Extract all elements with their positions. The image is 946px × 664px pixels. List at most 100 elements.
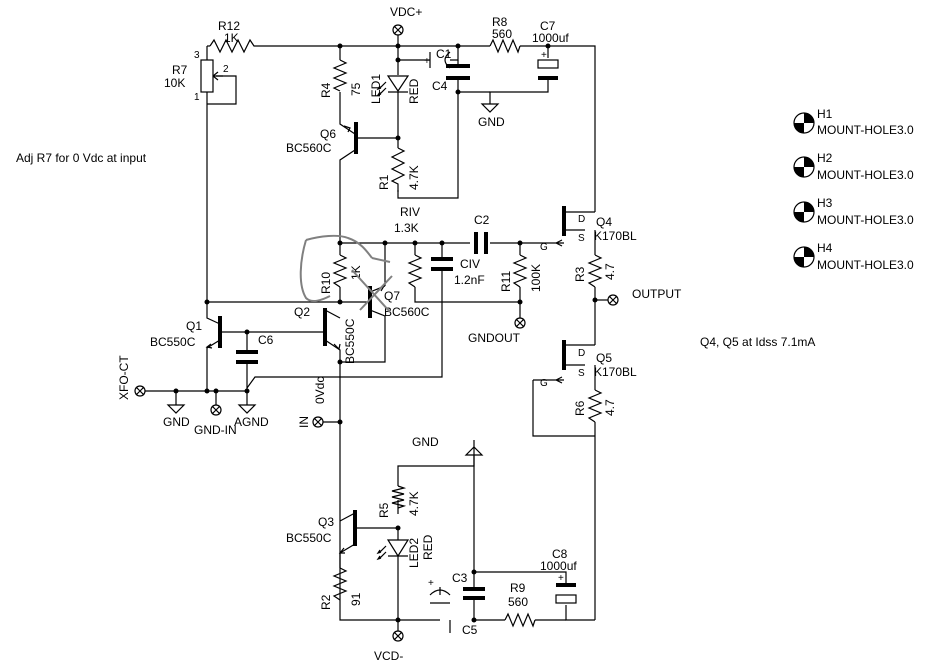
riv-ref: RIV	[400, 205, 420, 219]
ground-gnd-top: GND	[478, 103, 505, 129]
r12-ref: R12	[218, 19, 240, 33]
q5-gate-label: G	[540, 378, 548, 389]
q4-ref: Q4	[596, 215, 612, 229]
transistor-q6: Q6 BC560C	[286, 122, 358, 155]
capacitor-civ: CIV 1.2nF	[431, 257, 485, 287]
civ-ref: CIV	[460, 257, 480, 271]
riv-value: 1.3K	[394, 221, 419, 235]
resistor-r3: R3 4.7	[573, 254, 617, 288]
r10-ref: R10	[319, 272, 333, 294]
q6-ref: Q6	[320, 127, 336, 141]
resistor-r2: R2 91	[319, 567, 363, 610]
r1-value: 4.7K	[407, 165, 421, 190]
transistor-q1: Q1 BC550C	[150, 316, 222, 349]
terminal-in: IN 0Vdc	[297, 377, 340, 428]
mount-hole-h4: H4 MOUNT-HOLE3.0	[793, 241, 914, 272]
r7-pin3: 3	[194, 50, 200, 61]
r11-value: 100K	[529, 264, 543, 292]
h1-part: MOUNT-HOLE3.0	[817, 123, 914, 137]
mount-holes: H1 MOUNT-HOLE3.0 H2 MOUNT-HOLE3.0 H3 MOU…	[793, 107, 914, 272]
gnd-top-label: GND	[478, 115, 505, 129]
h3-part: MOUNT-HOLE3.0	[817, 213, 914, 227]
q5-ref: Q5	[596, 351, 612, 365]
gnd-in-label: GND-IN	[194, 423, 237, 437]
r3-value: 4.7	[603, 263, 617, 280]
led2-ref: LED2	[407, 538, 421, 568]
c2-ref: C2	[474, 213, 490, 227]
r4-ref: R4	[319, 82, 333, 98]
h3-ref: H3	[817, 196, 833, 210]
led-led1: LED1 RED	[369, 74, 421, 104]
h2-ref: H2	[817, 151, 833, 165]
resistor-r5: R5 4.7K	[377, 485, 421, 518]
r5-value: 4.7K	[407, 491, 421, 516]
c8-plus: +	[558, 573, 564, 584]
c6-ref: C6	[258, 333, 274, 347]
terminal-vcd-minus: VCD-	[374, 620, 404, 663]
c1-plus: +	[424, 56, 430, 67]
h4-ref: H4	[817, 241, 833, 255]
q6-part: BC560C	[286, 141, 332, 155]
jfet-q4: G D S Q4 K170BL	[540, 206, 637, 253]
terminal-output: OUTPUT	[607, 287, 682, 306]
terminal-gndout: GNDOUT	[468, 317, 526, 345]
ground-gnd-lower: GND	[412, 435, 484, 466]
resistor-r11: R11 100K	[499, 254, 543, 292]
capacitor-c7: + C7 1000uf	[532, 19, 569, 80]
r2-value: 91	[349, 592, 363, 606]
c7-value: 1000uf	[532, 31, 569, 45]
r3-ref: R3	[573, 266, 587, 282]
q2-part: BC550C	[343, 318, 357, 364]
gnd-left-label: GND	[163, 415, 190, 429]
r7-pin2: 2	[223, 64, 229, 75]
r1-ref: R1	[377, 174, 391, 190]
led-led2: LED2 RED	[376, 534, 435, 568]
note-idss: Q4, Q5 at Idss 7.1mA	[700, 335, 815, 349]
resistor-r10: R10 1K	[319, 254, 363, 294]
led2-color: RED	[421, 534, 435, 560]
gnd-lower-label: GND	[412, 435, 439, 449]
c3-plus: +	[428, 578, 434, 589]
capacitor-c6: C6	[236, 333, 274, 364]
note-adjust-r7: Adj R7 for 0 Vdc at input	[16, 151, 147, 165]
h4-part: MOUNT-HOLE3.0	[817, 258, 914, 272]
q5-drain-label: D	[578, 348, 585, 359]
capacitor-c3: + C3	[428, 571, 468, 604]
r8-value: 560	[492, 27, 512, 41]
c7-ref: C7	[540, 19, 556, 33]
r8-ref: R8	[492, 15, 508, 29]
resistor-r9: R9 560	[504, 581, 536, 628]
mount-hole-h1: H1 MOUNT-HOLE3.0	[793, 107, 914, 137]
c7-plus: +	[541, 50, 547, 61]
capacitor-c4: C4	[432, 64, 470, 93]
r11-ref: R11	[499, 271, 513, 292]
r7-value: 10K	[164, 76, 185, 90]
q4-drain-label: D	[578, 214, 585, 225]
led1-color: RED	[407, 78, 421, 104]
q4-part: K170BL	[594, 229, 637, 243]
ground-gnd-left: GND	[163, 404, 190, 429]
potentiometer-r7: R7 10K 3 2 1	[164, 50, 229, 103]
q4-gate-label: G	[540, 242, 548, 253]
ground-agnd: AGND	[234, 404, 269, 429]
c8-ref: C8	[552, 547, 568, 561]
vcd-minus-label: VCD-	[374, 649, 403, 663]
q3-part: BC550C	[286, 531, 332, 545]
mount-hole-h2: H2 MOUNT-HOLE3.0	[793, 151, 914, 182]
r2-ref: R2	[319, 594, 333, 610]
q1-part: BC550C	[150, 335, 196, 349]
h2-part: MOUNT-HOLE3.0	[817, 168, 914, 182]
capacitor-c8: + C8 1000uf	[540, 547, 577, 604]
terminal-vdc-plus: VDC+	[390, 5, 422, 46]
resistor-r6: R6 4.7	[573, 389, 617, 423]
gndout-label: GNDOUT	[468, 331, 521, 345]
q1-ref: Q1	[186, 319, 202, 333]
c3-ref: C3	[452, 571, 468, 585]
wires	[140, 45, 608, 633]
r5-ref: R5	[377, 502, 391, 518]
q3-ref: Q3	[318, 515, 334, 529]
r10-value: 1K	[349, 265, 363, 280]
led1-ref: LED1	[369, 74, 383, 104]
q7-ref: Q7	[384, 289, 400, 303]
c8-value: 1000uf	[540, 559, 577, 573]
